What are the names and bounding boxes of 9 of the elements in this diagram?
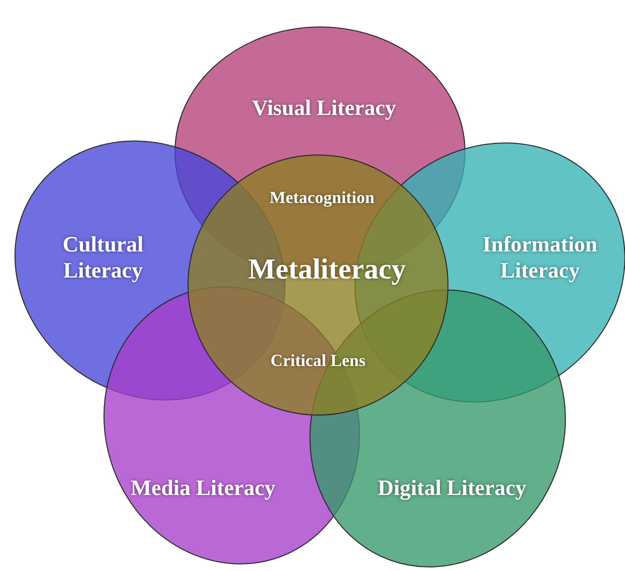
circle-label: Critical Lens	[270, 350, 366, 372]
circle-label: Digital Literacy	[376, 474, 528, 502]
venn-circle	[188, 155, 448, 415]
circle-label: Cultural Literacy	[62, 232, 144, 284]
circle-label: Visual Literacy	[251, 94, 397, 122]
circle-label: Metacognition	[268, 188, 376, 208]
circle-label: Information Literacy	[482, 232, 598, 284]
circle-label: Metaliteracy	[247, 252, 407, 288]
circle-label: Media Literacy	[130, 474, 276, 502]
